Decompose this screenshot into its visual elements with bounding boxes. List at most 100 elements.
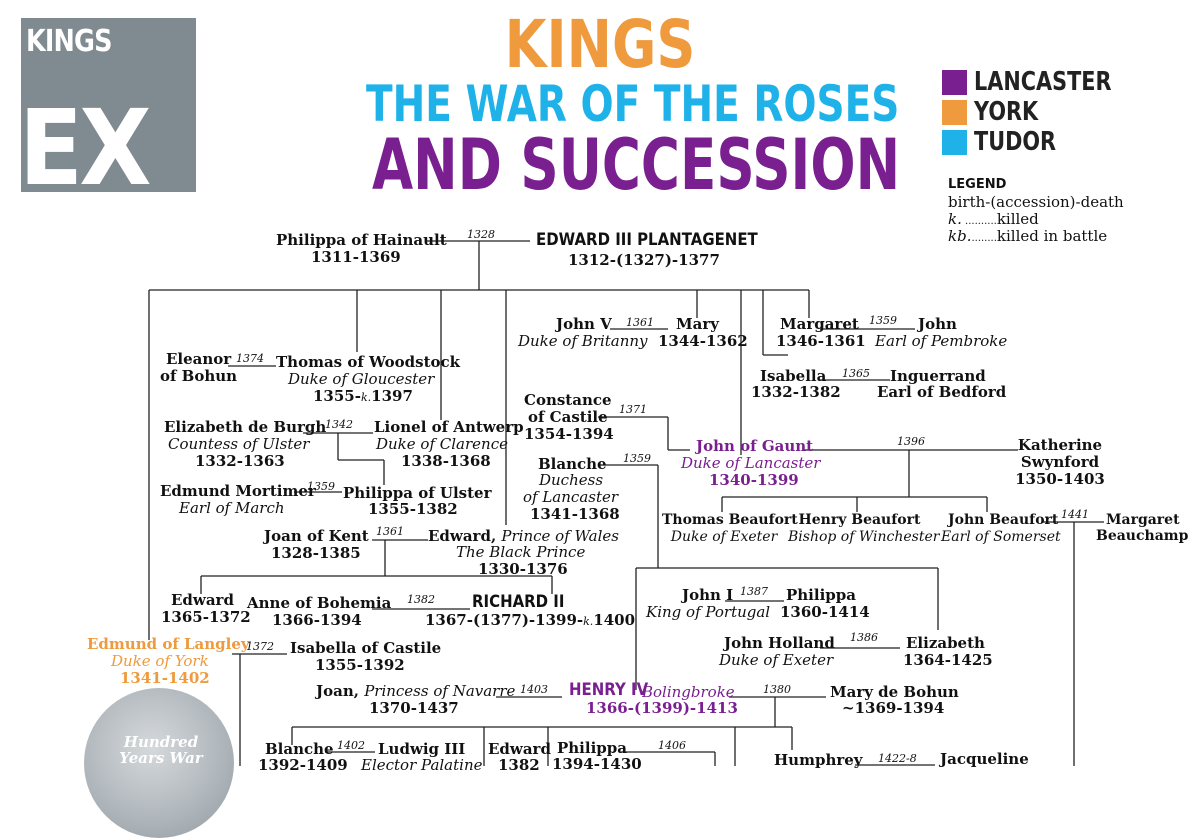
legend-kb-value: killed in battle bbox=[996, 227, 1108, 245]
edward-b-name: Edward bbox=[488, 740, 551, 758]
joan-navarre-dates: 1370-1437 bbox=[369, 699, 459, 717]
isabella-dates: 1332-1382 bbox=[751, 383, 841, 401]
logo-big-text: EX bbox=[21, 87, 152, 192]
thomas-woodstock-dates: 1355-k.1397 bbox=[313, 388, 413, 406]
philippa-b-dates: 1394-1430 bbox=[552, 755, 642, 773]
richard2-death: 1400 bbox=[593, 611, 636, 629]
john1-portugal-title: King of Portugal bbox=[646, 603, 771, 621]
elizabeth-l-name: Elizabeth bbox=[906, 634, 985, 652]
eleanor-bohun-name-line2: of Bohun bbox=[160, 367, 238, 385]
philippa-b-name: Philippa bbox=[557, 739, 627, 757]
henry4-name: HENRY IV bbox=[569, 680, 649, 700]
marriage-year-1328: 1328 bbox=[467, 228, 495, 241]
joan-kent-name: Joan of Kent bbox=[264, 527, 369, 545]
john-pembroke-name: John bbox=[918, 315, 957, 333]
edward-bp-dates: 1330-1376 bbox=[478, 560, 568, 578]
edward3-name: EDWARD III PLANTAGENET bbox=[536, 230, 758, 250]
lionel-name: Lionel of Antwerp bbox=[374, 418, 524, 436]
thomas-beaufort-name: Thomas Beaufort bbox=[662, 512, 798, 528]
legend-k-dots: .......... bbox=[961, 216, 997, 227]
isabella-name: Isabella bbox=[760, 367, 827, 385]
marriage-year-1342: 1342 bbox=[325, 418, 353, 431]
anne-bohemia-name: Anne of Bohemia bbox=[247, 594, 392, 612]
edward3-dates: 1312-(1327)-1377 bbox=[568, 251, 720, 269]
isabella-castile-dates: 1355-1392 bbox=[315, 656, 405, 674]
edmund-langley-title: Duke of York bbox=[111, 652, 209, 670]
thomas-beaufort-title: Duke of Exeter bbox=[670, 529, 778, 545]
logo-small-text: KINGS bbox=[26, 24, 112, 59]
thomas-woodstock-death: 1397 bbox=[371, 387, 413, 405]
edward-son-name: Edward bbox=[171, 591, 234, 609]
edmund-mortimer-title: Earl of March bbox=[179, 499, 285, 517]
constance-name-line2: of Castile bbox=[528, 408, 608, 426]
title-line-2: THE WAR OF THE ROSES bbox=[366, 75, 900, 133]
legend-line-dates: birth-(accession)-death bbox=[948, 193, 1124, 211]
york-color-swatch bbox=[942, 100, 967, 125]
family-tree-lines bbox=[148, 240, 1104, 766]
philippa-l-dates: 1360-1414 bbox=[780, 603, 870, 621]
margaret-name: Margaret bbox=[780, 315, 859, 333]
lionel-dates: 1338-1368 bbox=[401, 452, 491, 470]
henry-beaufort-name: Henry Beaufort bbox=[798, 512, 921, 528]
hundred-years-war-line-2: Years War bbox=[119, 749, 203, 767]
philippa-ulster-name: Philippa of Ulster bbox=[343, 484, 492, 502]
john-holland-name: John Holland bbox=[724, 634, 835, 652]
lancaster-label: LANCASTER bbox=[974, 67, 1112, 97]
inguerrand-name: Inguerrand bbox=[890, 367, 986, 385]
hundred-years-war-line-1: Hundred bbox=[123, 733, 199, 751]
marriage-year-1380: 1380 bbox=[763, 683, 791, 696]
mary-bohun-dates: ~1369-1394 bbox=[842, 699, 945, 717]
marriage-year-1441: 1441 bbox=[1061, 508, 1089, 521]
title-line-1: KINGS bbox=[504, 6, 696, 83]
hundred-years-war-label[interactable]: Hundred Years War bbox=[96, 734, 226, 766]
blanche-lancaster-title-line2: of Lancaster bbox=[523, 488, 619, 506]
blanche-lancaster-dates: 1341-1368 bbox=[530, 505, 620, 523]
thomas-woodstock-title: Duke of Gloucester bbox=[288, 370, 435, 388]
edmund-mortimer-name: Edmund Mortimer bbox=[160, 482, 316, 500]
marriage-year-1402: 1402 bbox=[337, 739, 365, 752]
legend-kb-dots: ........ bbox=[971, 233, 997, 244]
legend-kb-key: kb. bbox=[948, 227, 972, 245]
mary-name: Mary bbox=[676, 315, 719, 333]
john-gaunt-title: Duke of Lancaster bbox=[681, 454, 821, 472]
elizabeth-burgh-dates: 1332-1363 bbox=[195, 452, 285, 470]
marriage-year-1372: 1372 bbox=[246, 640, 274, 653]
tudor-color-swatch bbox=[942, 130, 967, 155]
edward-black-prince-name: Edward, Prince of Wales bbox=[428, 528, 619, 545]
blanche-b-name: Blanche bbox=[265, 740, 334, 758]
john-pembroke-title: Earl of Pembroke bbox=[875, 332, 1008, 350]
john-gaunt-name: John of Gaunt bbox=[696, 437, 814, 455]
margaret-beauchamp-name-line2: Beauchamp bbox=[1096, 528, 1189, 544]
marriage-year-1387: 1387 bbox=[740, 585, 768, 598]
john-v-title: Duke of Britanny bbox=[518, 332, 648, 350]
henry-beaufort-title: Bishop of Winchester bbox=[788, 529, 940, 545]
philippa-ulster-dates: 1355-1382 bbox=[368, 500, 458, 518]
thomas-woodstock-killed-marker: k. bbox=[360, 391, 372, 404]
york-label: YORK bbox=[974, 97, 1039, 127]
philippa-hainault-name: Philippa of Hainault bbox=[276, 231, 447, 249]
marriage-year-1361b: 1361 bbox=[376, 525, 404, 538]
marriage-year-1371: 1371 bbox=[619, 403, 647, 416]
john-beaufort-name: John Beaufort bbox=[948, 512, 1059, 528]
tudor-label: TUDOR bbox=[974, 127, 1057, 157]
title-line-3: AND SUCCESSION bbox=[372, 124, 901, 206]
legend-line-killed: k. ..........killed bbox=[948, 211, 1039, 230]
mary-bohun-name: Mary de Bohun bbox=[830, 683, 959, 701]
edward-bp-name: Edward, bbox=[428, 527, 497, 545]
joan-kent-dates: 1328-1385 bbox=[271, 544, 361, 562]
inguerrand-title: Earl of Bedford bbox=[877, 383, 1007, 401]
constance-dates: 1354-1394 bbox=[524, 425, 614, 443]
thomas-woodstock-birth: 1355- bbox=[313, 387, 361, 405]
marriage-year-1374: 1374 bbox=[236, 352, 264, 365]
edward-bp-title-2: The Black Prince bbox=[456, 543, 586, 561]
legend-heading: LEGEND bbox=[948, 177, 1007, 192]
marriage-year-1422: 1422-8 bbox=[878, 752, 917, 765]
marriage-year-1406: 1406 bbox=[658, 739, 686, 752]
mary-dates: 1344-1362 bbox=[658, 332, 748, 350]
richard2-killed-marker: k. bbox=[583, 615, 594, 628]
marriage-year-1361a: 1361 bbox=[626, 316, 654, 329]
legend-k-key: k. bbox=[948, 210, 962, 228]
isabella-castile-name: Isabella of Castile bbox=[290, 639, 442, 657]
john-beaufort-title: Earl of Somerset bbox=[941, 529, 1061, 545]
richard2-dates: 1367-(1377)-1399-k.1400 bbox=[425, 612, 635, 630]
